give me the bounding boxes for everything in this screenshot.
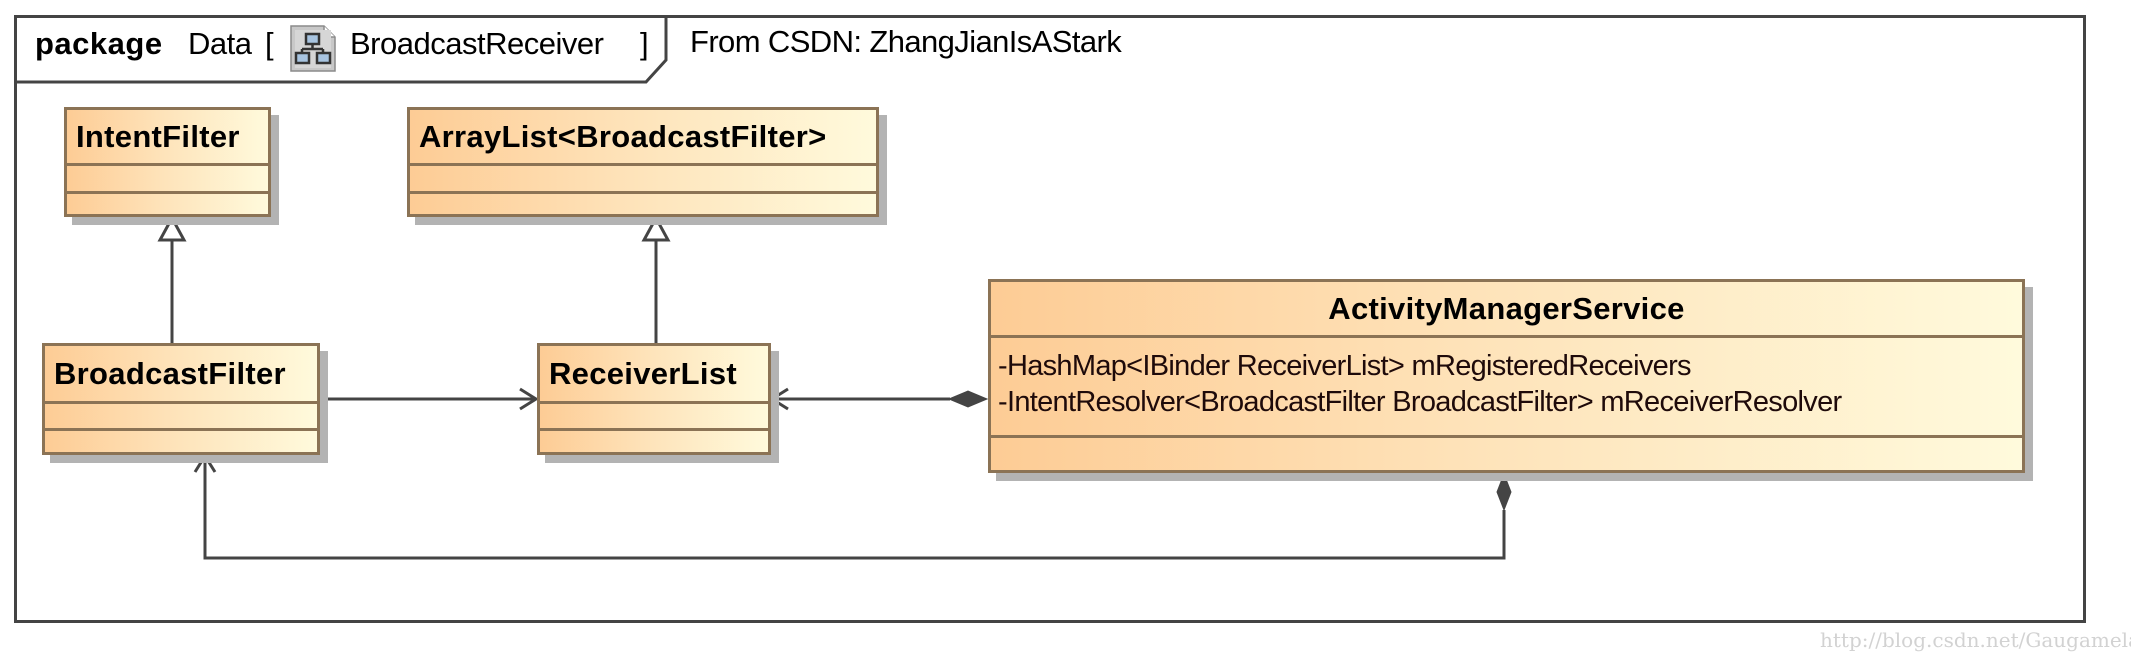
package-open-bracket: [ — [265, 26, 274, 61]
attributes-compartment — [67, 166, 268, 194]
class-arraylist-broadcastfilter[interactable]: ArrayList<BroadcastFilter> — [407, 107, 879, 217]
class-name: IntentFilter — [67, 110, 268, 166]
class-name: BroadcastFilter — [45, 346, 317, 404]
operations-compartment — [67, 194, 268, 214]
operations-compartment — [540, 431, 768, 452]
attributes-compartment — [540, 404, 768, 431]
package-diagram-name[interactable]: BroadcastReceiver — [350, 26, 604, 61]
class-name: ArrayList<BroadcastFilter> — [410, 110, 876, 166]
attributes-compartment — [410, 166, 876, 194]
watermark: http://blog.csdn.net/Gaugamela — [1820, 628, 2131, 652]
package-keyword: package — [35, 26, 163, 61]
class-broadcastfilter[interactable]: BroadcastFilter — [42, 343, 320, 455]
operations-compartment — [410, 194, 876, 214]
operations-compartment — [45, 431, 317, 452]
operations-compartment — [991, 438, 2022, 470]
class-diagram-icon[interactable] — [290, 25, 336, 72]
attributes-compartment: -HashMap<IBinder ReceiverList> mRegister… — [991, 338, 2022, 438]
package-name: Data — [188, 26, 252, 61]
class-receiverlist[interactable]: ReceiverList — [537, 343, 771, 455]
attributes-compartment — [45, 404, 317, 431]
author-note: From CSDN: ZhangJianIsAStark — [690, 24, 1122, 59]
class-name: ActivityManagerService — [991, 282, 2022, 338]
package-close-bracket: ] — [640, 26, 649, 61]
class-name: ReceiverList — [540, 346, 768, 404]
attribute-registered-receivers[interactable]: -HashMap<IBinder ReceiverList> mRegister… — [998, 350, 1692, 382]
class-activitymanagerservice[interactable]: ActivityManagerService -HashMap<IBinder … — [988, 279, 2025, 473]
package-frame — [14, 15, 2086, 623]
class-intentfilter[interactable]: IntentFilter — [64, 107, 271, 217]
attribute-receiver-resolver[interactable]: -IntentResolver<BroadcastFilter Broadcas… — [998, 386, 1842, 418]
